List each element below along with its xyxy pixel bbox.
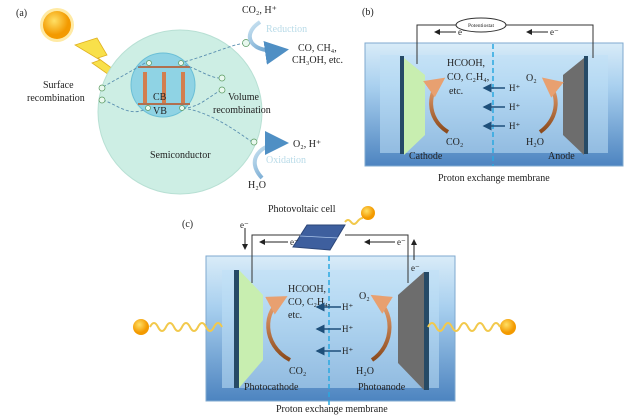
- photocathode-plate: [239, 270, 263, 388]
- products-line2: CO, C₂H₄,: [288, 297, 330, 308]
- electron-label-left: e⁻: [290, 237, 299, 247]
- light-wave-right: [427, 322, 501, 332]
- co2-label: CO₂: [446, 137, 463, 148]
- products-line1: HCOOH,: [288, 284, 326, 295]
- membrane-label: Proton exchange membrane: [438, 173, 550, 184]
- cb-label: CB: [153, 92, 167, 103]
- oxidation-reactant: H₂O: [248, 180, 266, 191]
- cathode-reaction-arrow: [423, 77, 450, 134]
- anode-plate: [563, 58, 584, 155]
- panel-b: (b) Potentiostat e⁻ e⁻ HCOOH, CO, C₂H₄, …: [362, 7, 624, 184]
- anode-backplate: [584, 56, 588, 154]
- sun-icon-right: [500, 319, 516, 335]
- wire-left: [251, 234, 300, 283]
- o2-label: O₂: [359, 291, 370, 302]
- surface-recombination-line1: Surface: [43, 80, 74, 91]
- products-line3: etc.: [288, 310, 302, 321]
- photocathode-label: Photocathode: [244, 382, 299, 393]
- electron-label-left: e⁻: [458, 27, 467, 37]
- light-wave-left: [149, 322, 223, 332]
- electron-label-left-vertical: e⁻: [240, 220, 249, 230]
- products-line3: etc.: [449, 86, 463, 97]
- proton-label-3: H⁺: [342, 346, 353, 356]
- carriers: [98, 39, 258, 146]
- panel-grid-line: [299, 235, 339, 239]
- membrane-label: Proton exchange membrane: [276, 404, 388, 415]
- panel-label-b: (b): [362, 7, 374, 18]
- photoanode-plate: [398, 272, 424, 390]
- photoanode-backplate: [424, 272, 429, 390]
- panel-a: (a) CB VB Surface recombination Volume r…: [16, 5, 343, 195]
- photovoltaic-panel: [292, 224, 346, 251]
- co2-label: CO₂: [289, 366, 306, 377]
- surface-recombination-line2: recombination: [27, 93, 85, 104]
- proton-label-1: H⁺: [342, 302, 353, 312]
- potentiostat-label: Potentiostat: [468, 23, 494, 29]
- anode-reaction-arrow: [538, 77, 564, 134]
- proton-arrows: [482, 83, 505, 131]
- panel-label-c: (c): [182, 219, 193, 230]
- electron-label-right: e⁻: [550, 27, 559, 37]
- wire-right: [345, 234, 409, 283]
- proton-label-1: H⁺: [509, 83, 520, 93]
- products-line1: HCOOH,: [447, 58, 485, 69]
- h2o-label: H₂O: [526, 137, 544, 148]
- reduction-arrow: [247, 20, 289, 65]
- light-wave-top: [344, 217, 364, 225]
- excitation-arrows: [143, 72, 185, 103]
- wire-left: [416, 24, 456, 64]
- volume-recombination-line2: recombination: [213, 105, 271, 116]
- sun-icon: [40, 8, 74, 42]
- reduction-products-line1: CO, CH₄,: [298, 43, 337, 54]
- reduction-reactants: CO₂, H⁺: [242, 5, 277, 16]
- photoanode-reaction-arrow: [370, 294, 393, 362]
- photocathode-reaction-arrow: [265, 296, 292, 362]
- proton-label-2: H⁺: [509, 102, 520, 112]
- semiconductor-label: Semiconductor: [150, 150, 211, 161]
- photocathode-backplate: [234, 270, 239, 388]
- sun-icon-top: [361, 206, 375, 220]
- wire-right: [506, 24, 594, 58]
- electron-label-right-vertical: e⁻: [411, 263, 420, 273]
- sun-icon-left: [133, 319, 149, 335]
- anode-label: Anode: [548, 151, 575, 162]
- products-line2: CO, C₂H₄,: [447, 72, 489, 83]
- cathode-backplate: [400, 56, 404, 154]
- volume-recombination-line1: Volume: [228, 92, 259, 103]
- oxidation-arrow: [252, 131, 289, 180]
- oxidation-label: Oxidation: [266, 155, 306, 166]
- panel-label-a: (a): [16, 8, 27, 19]
- vb-label: VB: [153, 106, 167, 117]
- h2o-label: H₂O: [356, 366, 374, 377]
- cathode-plate: [404, 58, 425, 155]
- reduction-products-line2: CH₃OH, etc.: [292, 55, 343, 66]
- proton-label-2: H⁺: [342, 324, 353, 334]
- potentiostat: [455, 17, 507, 33]
- cathode-label: Cathode: [409, 151, 443, 162]
- photoanode-label: Photoanode: [358, 382, 406, 393]
- reduction-label: Reduction: [266, 24, 307, 35]
- proton-label-3: H⁺: [509, 121, 520, 131]
- o2-label: O₂: [526, 73, 537, 84]
- pv-cell-label: Photovoltaic cell: [268, 204, 336, 215]
- proton-arrows: [315, 302, 341, 356]
- panel-c: (c) Photovoltaic cell e⁻ e⁻ e⁻ e⁻ HCOOH,…: [133, 204, 516, 415]
- oxidation-products: O₂, H⁺: [293, 139, 321, 150]
- electron-label-right: e⁻: [397, 237, 406, 247]
